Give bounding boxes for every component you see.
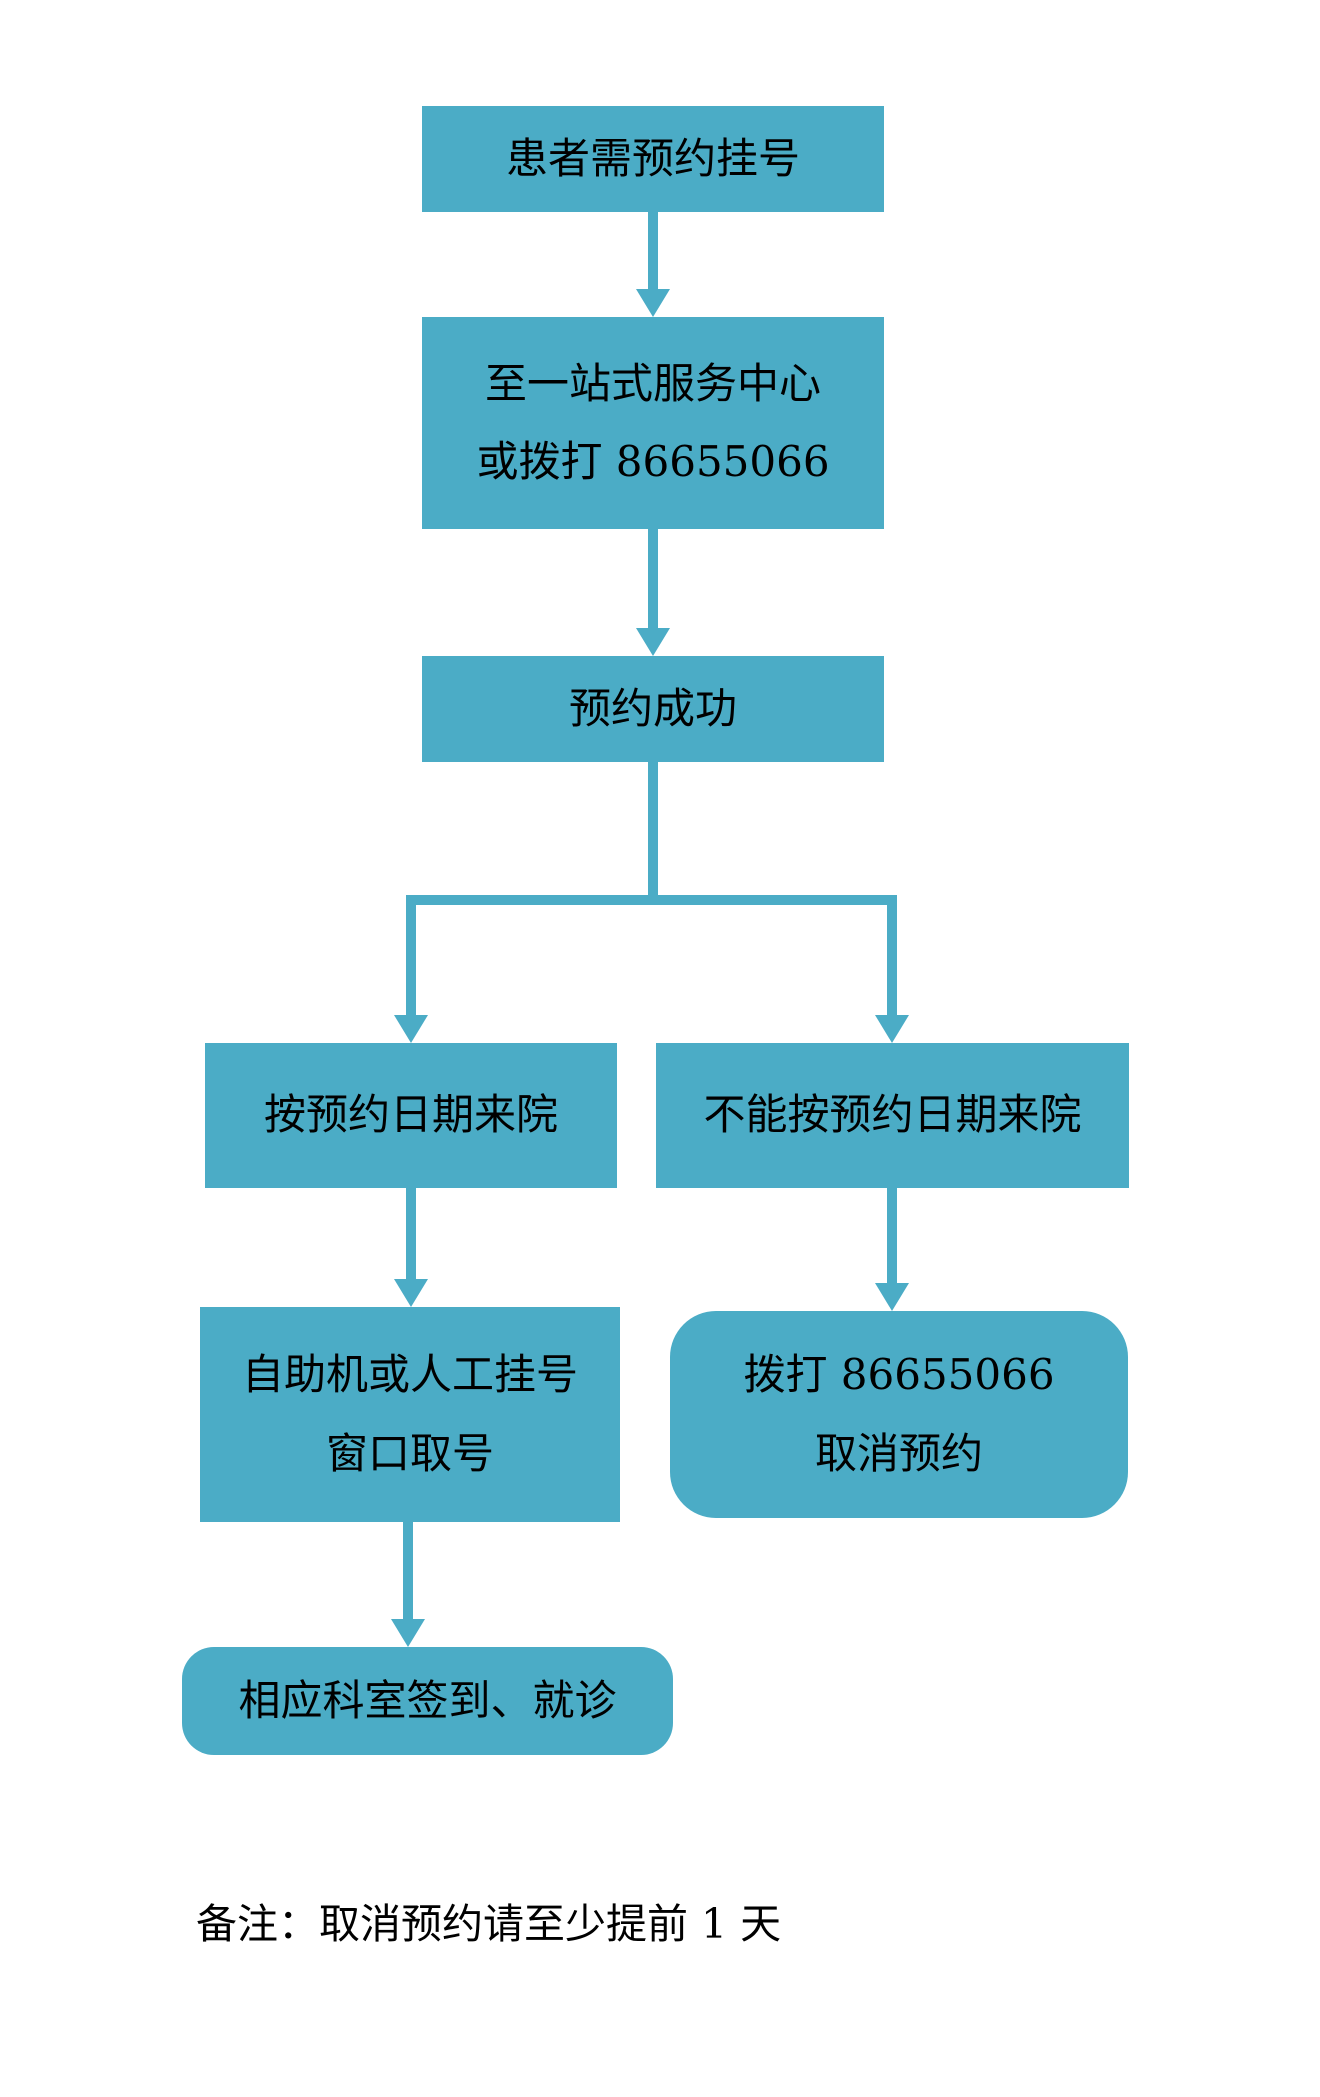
node-service-center-or-call: 至一站式服务中心 或拨打 86655066: [422, 317, 884, 529]
node-come-on-appointed-date: 按预约日期来院: [205, 1043, 617, 1188]
connector-branch-horizontal-bar: [406, 895, 897, 905]
arrow-start-to-service-stem: [648, 212, 658, 289]
node-label-line1: 至一站式服务中心: [484, 358, 821, 408]
arrow-branch-left-head: [394, 1015, 428, 1043]
node-label: 不能按预约日期来院: [703, 1090, 1082, 1140]
node-department-checkin: 相应科室签到、就诊: [182, 1647, 673, 1755]
arrow-ondate-to-getnumber-head: [394, 1279, 428, 1307]
node-label-line1: 自助机或人工挂号: [241, 1350, 578, 1400]
node-appointment-success: 预约成功: [422, 656, 884, 762]
node-label: 按预约日期来院: [263, 1090, 558, 1140]
node-cannot-come-on-date: 不能按预约日期来院: [656, 1043, 1129, 1188]
arrow-notondate-to-cancel-stem: [887, 1188, 897, 1283]
arrow-ondate-to-getnumber-stem: [406, 1188, 416, 1279]
node-label-line2: 窗口取号: [325, 1428, 494, 1478]
arrow-branch-right-head: [875, 1015, 909, 1043]
arrow-branch-left-stem: [406, 895, 416, 1015]
node-label: 相应科室签到、就诊: [238, 1675, 617, 1725]
arrow-getnumber-to-checkin-head: [391, 1619, 425, 1647]
node-patient-needs-appointment: 患者需预约挂号: [422, 106, 884, 212]
node-label-line2: 或拨打 86655066: [476, 437, 830, 486]
node-get-ticket-kiosk-or-window: 自助机或人工挂号 窗口取号: [200, 1307, 620, 1522]
note-cancel-advance-notice: 备注：取消预约请至少提前 1 天: [196, 1900, 782, 1948]
node-label: 患者需预约挂号: [505, 133, 800, 183]
arrow-start-to-service-head: [636, 289, 670, 317]
arrow-service-to-success-head: [636, 628, 670, 656]
arrow-service-to-success-stem: [648, 529, 658, 628]
arrow-notondate-to-cancel-head: [875, 1283, 909, 1311]
connector-success-down-stem: [648, 762, 658, 905]
node-call-to-cancel: 拨打 86655066 取消预约: [670, 1311, 1128, 1518]
node-label-line2: 取消预约: [814, 1428, 983, 1478]
node-label: 预约成功: [568, 683, 737, 733]
arrow-getnumber-to-checkin-stem: [403, 1522, 413, 1619]
arrow-branch-right-stem: [887, 895, 897, 1015]
node-label-line1: 拨打 86655066: [743, 1350, 1055, 1400]
